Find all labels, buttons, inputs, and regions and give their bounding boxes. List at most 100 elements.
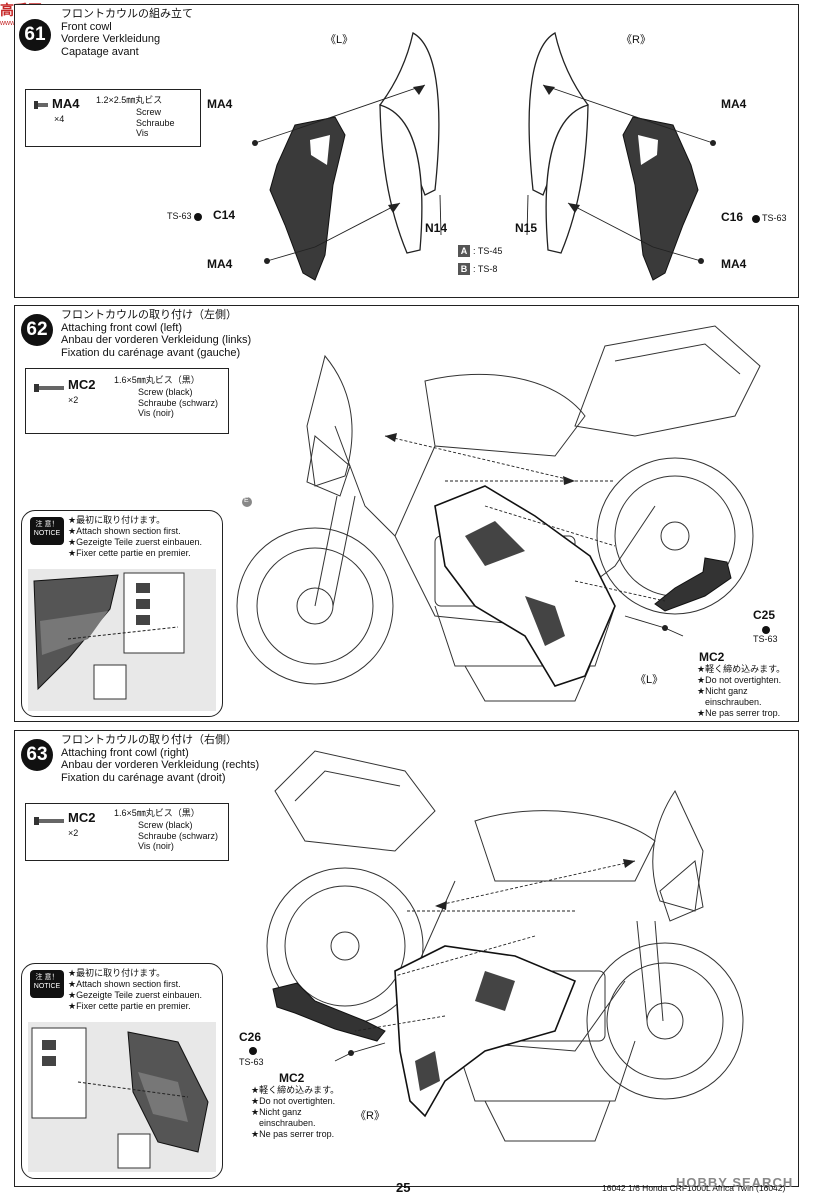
paint-c26-code: TS-63 — [239, 1057, 264, 1067]
spec-de: Schraube (schwarz) — [138, 830, 219, 841]
spec-de: Schraube (schwarz) — [138, 397, 219, 408]
caution-text: ★軽く締め込みます。 ★Do not overtighten. ★Nicht g… — [697, 664, 785, 719]
notice-en: ★Attach shown section first. — [68, 526, 181, 536]
part-qty: ×2 — [68, 828, 79, 838]
title-fr: Capatage avant — [61, 45, 139, 58]
step-63-panel: 63 フロントカウルの取り付け（右側） Attaching front cowl… — [14, 730, 799, 1187]
part-spec: Screw Schraube Vis — [136, 107, 175, 139]
label-mc2: MC2 — [699, 650, 725, 664]
notice-text: ★最初に取り付けます。 ★Attach shown section first.… — [68, 968, 202, 1012]
label-n14: N14 — [425, 221, 448, 235]
part-spec: Screw (black) Schraube (schwarz) Vis (no… — [138, 820, 218, 852]
title-de: Anbau der vorderen Verkleidung (links) — [61, 334, 252, 346]
notice-ja: ★最初に取り付けます。 — [68, 515, 166, 525]
label-c25: C25 — [753, 608, 776, 622]
step-titles: フロントカウルの組み立て Front cowl Vordere Verkleid… — [61, 8, 193, 58]
title-en: Front cowl — [61, 20, 112, 33]
side-label: 《R》 — [355, 1110, 385, 1122]
footer-product-code: 16042 1/6 Honda CRF1000L Africa Twin (16… — [602, 1183, 786, 1193]
paint-a: A: TS-45 — [458, 245, 502, 257]
spec-fr: Vis (noir) — [138, 408, 174, 418]
caution-en: ★Do not overtighten. — [251, 1096, 336, 1106]
page-number: 25 — [396, 1180, 411, 1195]
label-c14: C14 — [213, 208, 236, 222]
side-label: 《L》 — [635, 674, 664, 686]
watermark-bottom: HOBBY SEARCH — [676, 1175, 794, 1190]
part-spec: Screw (black) Schraube (schwarz) Vis (no… — [138, 387, 218, 419]
notice-text: ★最初に取り付けます。 ★Attach shown section first.… — [68, 515, 202, 559]
step-number: 61 — [19, 19, 51, 51]
paint-left-c14: TS-63 — [167, 211, 204, 221]
part-code: MC2 — [68, 377, 96, 392]
part-box-mc2: MC2 ×2 1.6×5㎜丸ビス（黒） Screw (black) Schrau… — [25, 803, 229, 861]
caution-fr: ★Ne pas serrer trop. — [251, 1129, 335, 1139]
notice-box: 注 意！ NOTICE ★最初に取り付けます。 ★Attach shown se… — [21, 510, 223, 717]
cowl-assembly-illustration — [252, 32, 716, 281]
caution-fr: ★Ne pas serrer trop. — [697, 708, 781, 718]
spec-en: Screw (black) — [138, 820, 193, 830]
label-ma4-lower-right: MA4 — [721, 257, 747, 271]
step-number: 63 — [21, 739, 53, 771]
notice-fr: ★Fixer cette partie en premier. — [68, 1001, 191, 1011]
notice-de: ★Gezeigte Teile zuerst einbauen. — [68, 537, 202, 547]
label-ma4-lower-left: MA4 — [207, 257, 233, 271]
paint-c25-code: TS-63 — [753, 634, 778, 644]
caution-en: ★Do not overtighten. — [697, 675, 782, 685]
spec-de: Schraube — [136, 117, 175, 128]
notice-badge: 注 意！ NOTICE — [30, 517, 64, 545]
paint-dot-icon — [249, 1046, 257, 1055]
step-titles: フロントカウルの取り付け（左側） Attaching front cowl (l… — [61, 309, 251, 359]
paint-dot-icon — [193, 212, 202, 221]
caution-text: ★軽く締め込みます。 ★Do not overtighten. ★Nicht g… — [251, 1085, 339, 1140]
title-en: Attaching front cowl (left) — [61, 321, 183, 334]
screw-icon — [34, 817, 64, 825]
spec-fr: Vis (noir) — [138, 841, 174, 851]
motorcycle-left-illustration — [236, 325, 761, 702]
screw-icon — [34, 384, 64, 392]
title-de: Vordere Verkleidung — [61, 33, 161, 45]
title-de: Anbau der vorderen Verkleidung (rechts) — [61, 759, 260, 771]
part-box-mc2: MC2 ×2 1.6×5㎜丸ビス（黒） Screw (black) Schrau… — [25, 368, 229, 434]
label-ma4-upper-left: MA4 — [207, 97, 233, 111]
part-spec-ja: 1.6×5㎜丸ビス（黒） — [114, 808, 200, 818]
notice-en: ★Attach shown section first. — [68, 979, 181, 989]
title-ja: フロントカウルの取り付け（右側） — [61, 734, 237, 746]
notice-detail-illustration — [28, 569, 216, 711]
title-ja: フロントカウルの取り付け（左側） — [61, 309, 237, 321]
title-en: Attaching front cowl (right) — [61, 746, 189, 759]
paint-code: TS-63 — [167, 211, 192, 221]
notice-badge: 注 意！ NOTICE — [30, 970, 64, 998]
spec-en: Screw — [136, 107, 162, 117]
caution-de-2: einschrauben. — [259, 1118, 316, 1128]
side-label-left: 《L》 — [325, 34, 354, 46]
paint-letter-b: B — [458, 263, 470, 275]
notice-ja: ★最初に取り付けます。 — [68, 968, 166, 978]
paint-dot-icon — [762, 625, 770, 634]
label-n15: N15 — [515, 221, 538, 235]
label-e-badge: E — [244, 497, 249, 504]
paint-right-c16: TS-63 — [750, 213, 787, 223]
paint-dot-icon — [752, 214, 760, 223]
spec-fr: Vis — [136, 128, 149, 138]
motorcycle-right-illustration — [266, 750, 744, 1142]
part-code: MA4 — [52, 96, 80, 111]
step-titles: フロントカウルの取り付け（右側） Attaching front cowl (r… — [61, 734, 259, 784]
label-ma4-upper-right: MA4 — [721, 97, 747, 111]
part-qty: ×4 — [54, 114, 65, 124]
paint-b: B: TS-8 — [458, 263, 497, 275]
label-c16: C16 — [721, 210, 744, 224]
step-number: 62 — [21, 314, 53, 346]
notice-box: 注 意！ NOTICE ★最初に取り付けます。 ★Attach shown se… — [21, 963, 223, 1179]
title-fr: Fixation du carénage avant (droit) — [61, 771, 226, 784]
side-label-right: 《R》 — [621, 34, 651, 46]
paint-code: TS-63 — [762, 213, 787, 223]
screw-icon — [34, 101, 48, 109]
caution-ja: ★軽く締め込みます。 — [251, 1085, 340, 1095]
label-mc2: MC2 — [279, 1071, 305, 1085]
spec-en: Screw (black) — [138, 387, 193, 397]
notice-de: ★Gezeigte Teile zuerst einbauen. — [68, 990, 202, 1000]
paint-c26 — [247, 1045, 259, 1055]
notice-detail-illustration — [28, 1022, 216, 1172]
title-ja: フロントカウルの組み立て — [61, 8, 193, 20]
caution-de-1: ★Nicht ganz — [251, 1107, 302, 1117]
